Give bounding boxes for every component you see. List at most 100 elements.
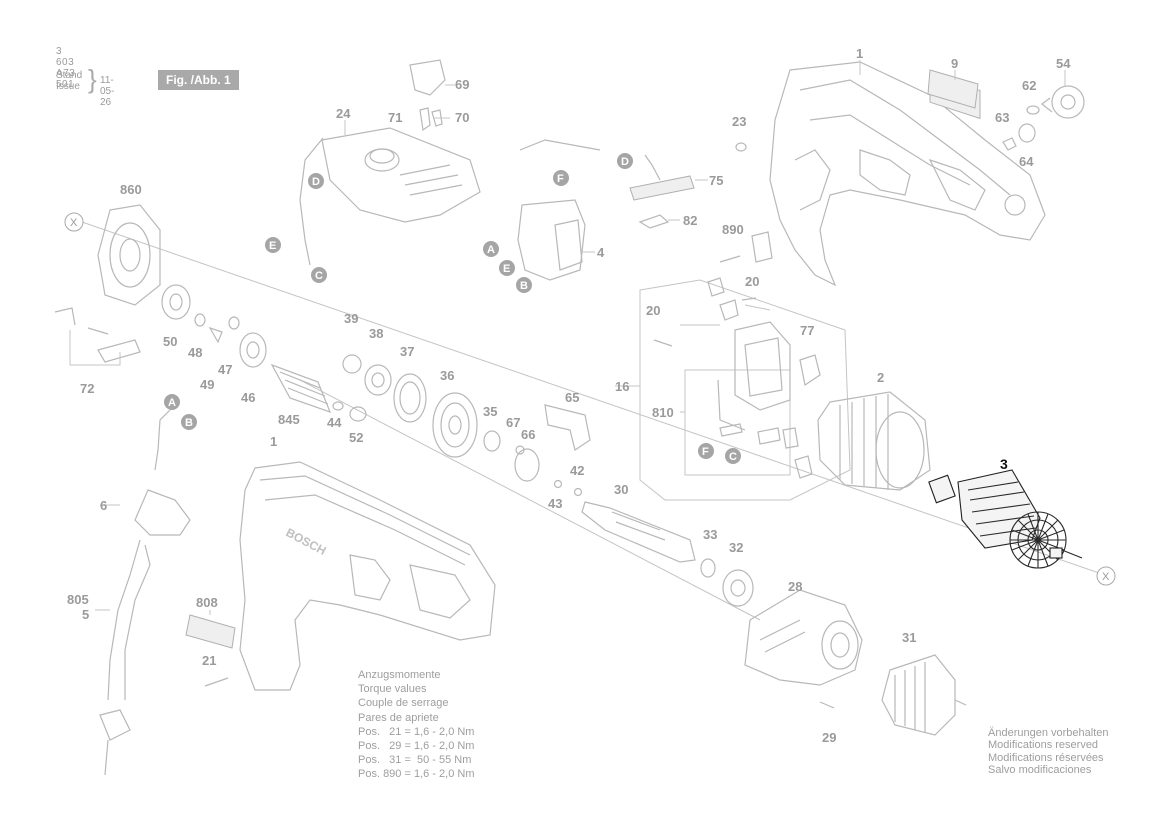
screw-20-lower [653, 339, 673, 347]
selector-65 [544, 404, 591, 451]
connector-F-switch: F [553, 170, 569, 186]
ball-42 [573, 487, 583, 497]
part-label-64: 64 [1019, 154, 1034, 169]
torque-heading-de: Anzugsmomente [358, 669, 441, 681]
clip-82 [638, 214, 670, 229]
part-label-70: 70 [455, 110, 469, 125]
gear-46 [239, 332, 267, 368]
plate-75 [629, 175, 695, 201]
chuck-31 [881, 654, 967, 736]
cable-assembly [99, 409, 191, 776]
part-label-805: 805 [67, 592, 89, 607]
pin-71 [419, 107, 431, 132]
part-label-20-lower: 20 [646, 303, 660, 318]
connector-C-module: C [725, 448, 741, 464]
bearing-50-inner [169, 293, 183, 311]
part-label-52: 52 [349, 430, 363, 445]
part-label-38: 38 [369, 326, 383, 341]
part-label-75: 75 [709, 173, 723, 188]
modifications-de: Änderungen vorbehalten [988, 727, 1109, 739]
gear-37 [393, 373, 427, 423]
part-label-39: 39 [344, 311, 358, 326]
part-77 [799, 354, 821, 386]
ball-43 [553, 479, 563, 489]
housing-top-right [769, 61, 1046, 287]
part-label-72: 72 [80, 381, 94, 396]
part-label-1-bottom: 1 [270, 434, 277, 449]
part-label-69: 69 [455, 77, 469, 92]
modifications-en: Modifications reserved [988, 739, 1099, 752]
spring-clip [782, 427, 799, 449]
spring-63 [1002, 137, 1017, 151]
screw-29 [819, 701, 835, 709]
svg-text:C: C [729, 451, 737, 463]
spring-72 [87, 327, 109, 335]
connector-E-upper-left: E [265, 237, 281, 253]
gear-39 [342, 354, 362, 374]
screw-21 [204, 677, 229, 687]
label-leaders [95, 60, 1066, 615]
part-label-29: 29 [822, 730, 836, 745]
connector-A-switch: A [483, 241, 499, 257]
assembly-axis-secondary [299, 379, 761, 621]
connector-D-upper-left: D [308, 173, 324, 189]
part-label-82: 82 [683, 213, 697, 228]
lever-72a [54, 307, 76, 326]
part-label-33: 33 [703, 527, 717, 542]
svg-text:A: A [168, 397, 176, 409]
connector-C-upper-left: C [311, 267, 327, 283]
part-label-44: 44 [327, 415, 342, 430]
svg-text:F: F [557, 173, 564, 185]
torque-row-890: Pos. 890 = 1,6 - 2,0 Nm [358, 768, 475, 781]
lever-72b [97, 339, 141, 363]
spindle-845-teeth [279, 371, 329, 405]
spindle-30-detail [611, 511, 666, 541]
svg-text:E: E [269, 240, 276, 252]
part-label-5: 5 [82, 607, 89, 622]
torque-values-block: Anzugsmomente Torque values Couple de se… [358, 668, 474, 782]
brace-mark: } [88, 64, 97, 94]
stand-line-1: Stand [56, 70, 83, 81]
ring-48 [194, 313, 206, 327]
spindle-845 [270, 363, 332, 414]
screw-890 [719, 255, 741, 263]
module-outline-16 [639, 279, 851, 501]
part-label-16: 16 [615, 379, 629, 394]
svg-text:B: B [185, 417, 193, 429]
ring-35 [483, 430, 501, 452]
part-label-66: 66 [521, 427, 535, 442]
modifications-es: Salvo modificaciones [988, 764, 1092, 777]
bearing-50 [161, 284, 191, 320]
key-47 [228, 316, 240, 330]
axis-marker-X-left: X [64, 212, 84, 232]
svg-text:A: A [487, 244, 495, 256]
part-label-808: 808 [196, 595, 218, 610]
plug-23 [735, 142, 747, 152]
part-label-860: 860 [120, 182, 142, 197]
part-label-48: 48 [188, 345, 202, 360]
part-label-3: 3 [1000, 456, 1008, 472]
torque-heading-es: Pares de apriete [358, 711, 439, 724]
part-label-1-top: 1 [856, 46, 863, 61]
stand-label: Stand Issue [56, 70, 82, 92]
bearing-52 [349, 406, 367, 422]
issue-date: 11-05-26 [100, 75, 115, 108]
part-label-47: 47 [218, 362, 232, 377]
electronic-module [717, 321, 791, 431]
torque-heading-fr: Couple de serrage [358, 697, 449, 710]
part-label-54: 54 [1056, 56, 1071, 71]
figure-label: Fig. /Abb. 1 [158, 70, 239, 90]
part-label-71: 71 [388, 110, 402, 125]
part-label-810: 810 [652, 405, 674, 420]
knob-66 [514, 448, 540, 482]
screw-20-upper [741, 297, 757, 301]
connector-E-switch: E [499, 260, 515, 276]
connector-D-switch: D [617, 153, 633, 169]
gear-36 [432, 392, 478, 458]
svg-text:F: F [702, 446, 709, 458]
gear-housing-860 [97, 204, 161, 306]
spring-62 [1026, 105, 1040, 115]
part-label-43: 43 [548, 496, 562, 511]
connector-markers: D E C F D A E B A B F C X X [64, 153, 1116, 586]
ball-44 [332, 401, 344, 411]
